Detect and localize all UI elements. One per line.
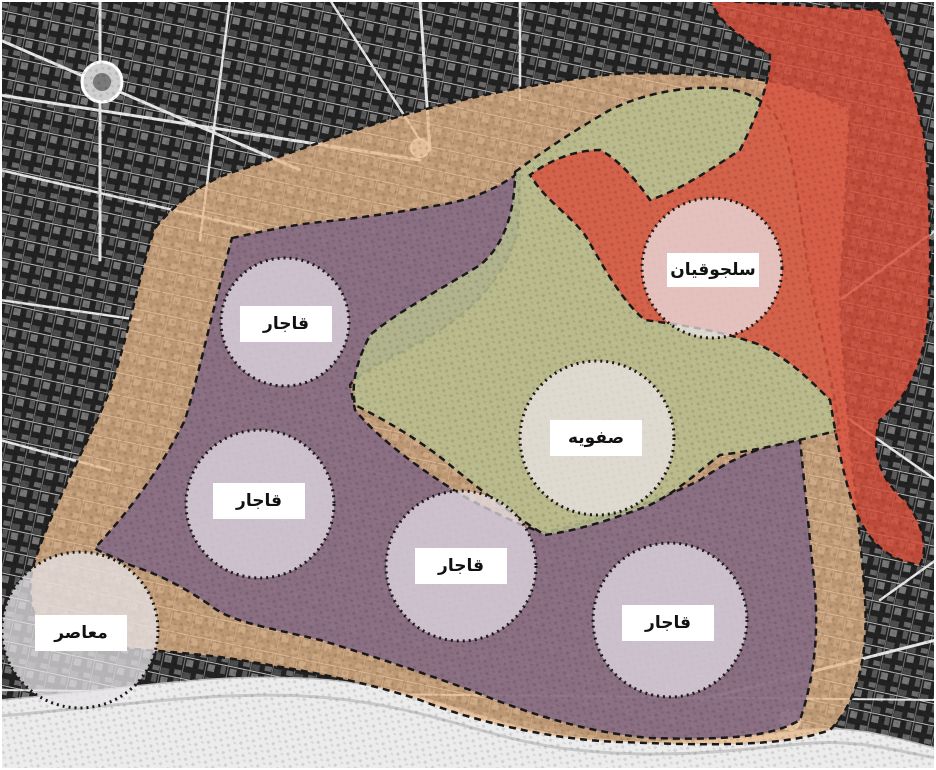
- label-qajar-2-text: قاجار: [235, 491, 282, 511]
- label-safavid-text: صفویه: [568, 428, 624, 448]
- label-qajar-4-text: قاجار: [644, 613, 691, 633]
- label-safavid: صفویه: [550, 420, 642, 456]
- label-contemporary-text: معاصر: [53, 623, 108, 643]
- label-qajar-1-text: قاجار: [262, 314, 309, 334]
- label-qajar-2: قاجار: [213, 483, 305, 519]
- label-seljuk: سلجوقیان: [667, 253, 759, 287]
- label-qajar-4: قاجار: [622, 605, 714, 641]
- label-qajar-3-text: قاجار: [437, 556, 484, 576]
- label-qajar-3: قاجار: [415, 548, 507, 584]
- label-seljuk-text: سلجوقیان: [670, 260, 756, 280]
- label-qajar-1: قاجار: [240, 306, 332, 342]
- label-contemporary: معاصر: [35, 615, 127, 651]
